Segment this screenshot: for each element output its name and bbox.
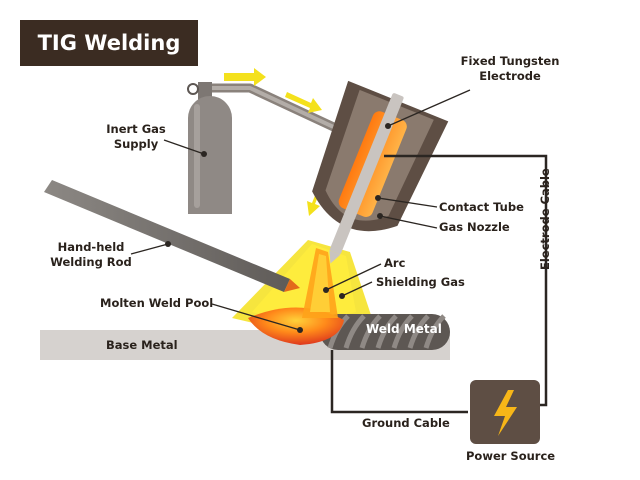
welding-rod [44,180,290,292]
gas-nozzle-label: Gas Nozzle [439,220,510,234]
fixed-tungsten-label: Fixed Tungsten Electrode [450,54,570,84]
gas-arrow-icon [285,92,322,113]
page-title: TIG Welding [20,20,198,66]
inert-gas-label: Inert Gas Supply [92,122,180,152]
base-metal-label: Base Metal [106,338,178,352]
welding-rod-label: Hand-held Welding Rod [46,240,136,270]
gas-cylinder [187,82,232,214]
gas-hose [204,83,342,135]
fixed-tungsten-label-line1: Fixed Tungsten [460,54,560,68]
inert-gas-label-line2: Supply [113,137,159,151]
fixed-tungsten-label-line2: Electrode [479,69,541,83]
electrode-cable-label: Electrode Cable [538,168,552,270]
power-source-label: Power Source [466,449,556,463]
label-leader-lines [130,89,471,331]
welding-rod-label-line2: Welding Rod [50,255,132,269]
torch-nozzle [312,80,449,264]
molten-pool-label: Molten Weld Pool [100,296,214,310]
power-source-box [470,380,540,444]
ground-cable [330,350,468,414]
weld-metal-bead [320,314,450,350]
shielding-gas-label: Shielding Gas [376,275,465,289]
contact-tube-label: Contact Tube [439,200,524,214]
weld-metal-label: Weld Metal [366,322,442,336]
leader-dots [165,123,391,333]
welding-rod-label-line1: Hand-held [57,240,125,254]
gas-arrow-icon [224,68,266,86]
arc-label: Arc [384,256,406,270]
inert-gas-label-line1: Inert Gas [106,122,166,136]
lightning-bolt-icon [494,390,517,436]
electrode-cable [384,154,548,407]
ground-cable-label: Ground Cable [362,416,450,430]
